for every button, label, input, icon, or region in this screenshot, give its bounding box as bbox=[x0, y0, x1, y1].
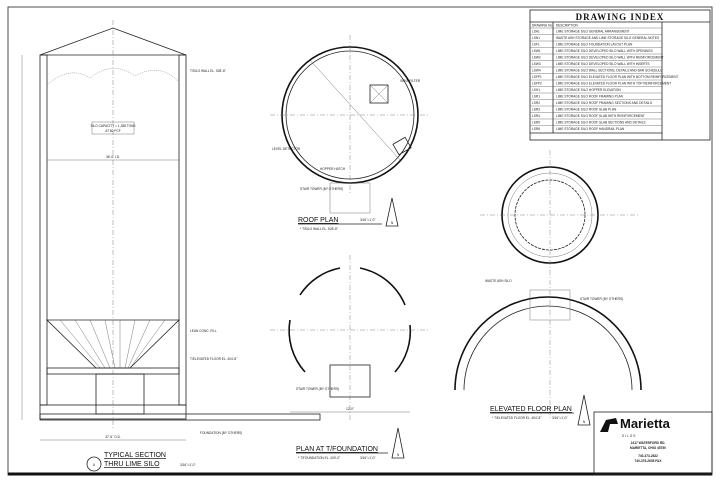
section-title: TYPICAL SECTION bbox=[104, 452, 166, 459]
col-number-header: DRAWING No. bbox=[532, 24, 553, 28]
north-arrow-icon: N bbox=[391, 427, 405, 459]
foundation-stair-note: STAIR TOWER (BY OTHERS) bbox=[296, 387, 339, 391]
typical-section-view: SILO CAPACITY = 1,288 TONS AT 60 PCF 36'… bbox=[21, 20, 321, 472]
index-row-description: LIME STORAGE SILO FOUNDATION LAYOUT PLAN bbox=[556, 43, 633, 47]
roof-plan-scale: 3/16"=1'-0" bbox=[360, 218, 376, 222]
index-row-description: LIME STORAGE SILO ROOF FRAMING PLAN bbox=[556, 95, 624, 99]
index-row-number: LSW3 bbox=[532, 62, 541, 66]
north-arrow-icon: N bbox=[385, 197, 399, 227]
capacity-label: SILO CAPACITY = 1,288 TONS bbox=[90, 124, 135, 128]
company-name: Marietta bbox=[620, 416, 671, 431]
address-line-2: MARIETTA, OHIO 45750 bbox=[630, 446, 666, 450]
north-label: N bbox=[583, 420, 586, 424]
index-row-description: LIME STORAGE SILO ROOF FRAMING SECTIONS … bbox=[556, 101, 652, 105]
waste-silo-note: WASTE ASH SILO bbox=[485, 279, 512, 283]
vent-note: VENT FILTER bbox=[400, 79, 421, 83]
section-title-2: THRU LIME SILO bbox=[104, 461, 160, 468]
marietta-logo-icon bbox=[600, 418, 618, 432]
index-row-number: LSN1 bbox=[532, 36, 540, 40]
index-row-description: LIME STORAGE SILO WALL SECTIONS, DETAILS… bbox=[556, 69, 662, 73]
foundation-plan-view: 12'-0" STAIR TOWER (BY OTHERS) PLAN AT T… bbox=[270, 255, 430, 460]
index-row-number: LSW2 bbox=[532, 56, 541, 60]
index-row-description: LIME STORAGE SILO ELEVATED FLOOR PLAN WI… bbox=[556, 75, 678, 79]
roof-plan-note: * T/SILO WALL EL. 528'-8" bbox=[300, 227, 338, 231]
floor-plan-scale: 3/16"=1'-0" bbox=[552, 416, 568, 420]
north-label: N bbox=[391, 221, 394, 225]
index-row-description: LIME STORAGE SILO ROOF SLAB PLAN bbox=[556, 108, 617, 112]
index-row-number: LSW4 bbox=[532, 69, 541, 73]
roof-plan-title: ROOF PLAN bbox=[298, 217, 338, 224]
index-row-description: LIME STORAGE SILO ROOF SLAB WITH REINFOR… bbox=[556, 114, 645, 118]
level-note: LEVEL DETECTOR bbox=[272, 147, 301, 151]
company-sub: SILOS bbox=[622, 434, 636, 438]
drawing-index: DRAWING INDEX DRAWING No. DESCRIPTION LS… bbox=[529, 9, 711, 141]
col-description-header: DESCRIPTION bbox=[556, 24, 578, 28]
index-row-number: LSH1 bbox=[532, 88, 540, 92]
index-row-number: LSR3 bbox=[532, 108, 540, 112]
north-arrow-icon: N bbox=[577, 394, 591, 426]
title-block: Marietta SILOS 2417 WATERFORD RD. MARIET… bbox=[593, 411, 713, 475]
north-label: N bbox=[397, 453, 400, 457]
index-row-number: LSW1 bbox=[532, 49, 541, 53]
index-row-number: LSA1 bbox=[532, 30, 540, 34]
floor-stair-note: STAIR TOWER (BY OTHERS) bbox=[580, 297, 623, 301]
index-row-description: LIME STORAGE SILO DEVELOPED SILO WALL WI… bbox=[556, 49, 653, 53]
foundation-plan-title: PLAN AT T/FOUNDATION bbox=[296, 446, 378, 453]
section-scale: 3/16"=1'-0" bbox=[180, 463, 196, 467]
index-row-number: LSF1 bbox=[532, 43, 540, 47]
index-row-number: LSR2 bbox=[532, 101, 540, 105]
capacity-label-2: AT 60 PCF bbox=[105, 129, 121, 133]
dim-inner: 36'-0" I.D. bbox=[106, 155, 120, 159]
drawing-index-title: DRAWING INDEX bbox=[576, 12, 665, 22]
index-row-description: LIME STORAGE SILO DEVELOPED SILO WALL WI… bbox=[556, 62, 650, 66]
index-row-description: LIME STORAGE SILO HOPPER ELEVATION bbox=[556, 88, 621, 92]
index-row-number: LSFP2 bbox=[532, 82, 542, 86]
index-row-number: LSR5 bbox=[532, 121, 540, 125]
roof-note: T/SILO WALL EL. 528'-8" bbox=[190, 69, 226, 73]
index-row-description: LIME STORAGE SILO GENERAL ARRANGEMENT bbox=[556, 30, 630, 34]
elevated-floor-plan-view: STAIR TOWER (BY OTHERS) WASTE ASH SILO E… bbox=[454, 150, 642, 420]
index-row-description: LIME STORAGE SILO ELEVATED FLOOR PLAN WI… bbox=[556, 82, 671, 86]
index-row-description: LIME STORAGE SILO DEVELOPED SILO WALL WI… bbox=[556, 56, 664, 60]
foundation-plan-scale: 3/16"=1'-0" bbox=[360, 456, 376, 460]
index-row-description: LIME STORAGE SILO ROOF SLAB SECTIONS AND… bbox=[556, 121, 646, 125]
cone-note: LEAN CONC. FILL bbox=[190, 329, 217, 333]
index-row-number: LSR1 bbox=[532, 95, 540, 99]
foundation-dim: 12'-0" bbox=[346, 407, 354, 411]
floor-plan-title: ELEVATED FLOOR PLAN bbox=[490, 406, 572, 413]
dim-width: 37'-6" O.D. bbox=[105, 435, 121, 439]
roof-plan-view: VENT FILTER HOPPER HATCH LEVEL DETECTOR … bbox=[270, 35, 430, 231]
floor-plan-note: * T/ELEVATED FLOOR EL. 404'-8" bbox=[492, 416, 541, 420]
foundation-plan-note: * T/FOUNDATION EL. 400'-0" bbox=[298, 456, 340, 460]
index-row-number: LSR6 bbox=[532, 127, 540, 131]
index-row-description: WASTE ASH STORAGE AND LIME STORAGE SILO … bbox=[556, 36, 659, 40]
hatch-note: HOPPER HATCH bbox=[320, 167, 346, 171]
address-line-1: 2417 WATERFORD RD. bbox=[631, 441, 666, 445]
index-row-number: LSR4 bbox=[532, 114, 540, 118]
phone: 740-373-2822 bbox=[638, 454, 658, 458]
floor-note: T/ELEVATED FLOOR EL. 404'-8" bbox=[190, 357, 237, 361]
index-row-number: LSFP1 bbox=[532, 75, 542, 79]
roof-stair-note: STAIR TOWER (BY OTHERS) bbox=[300, 187, 343, 191]
fax: 740-376-2635 FAX bbox=[635, 459, 663, 463]
foundation-note: FOUNDATION (BY OTHERS) bbox=[200, 431, 242, 435]
section-mark: A bbox=[93, 463, 96, 467]
index-row-description: LIME STORAGE SILO ROOF HANDRAIL PLAN bbox=[556, 127, 625, 131]
